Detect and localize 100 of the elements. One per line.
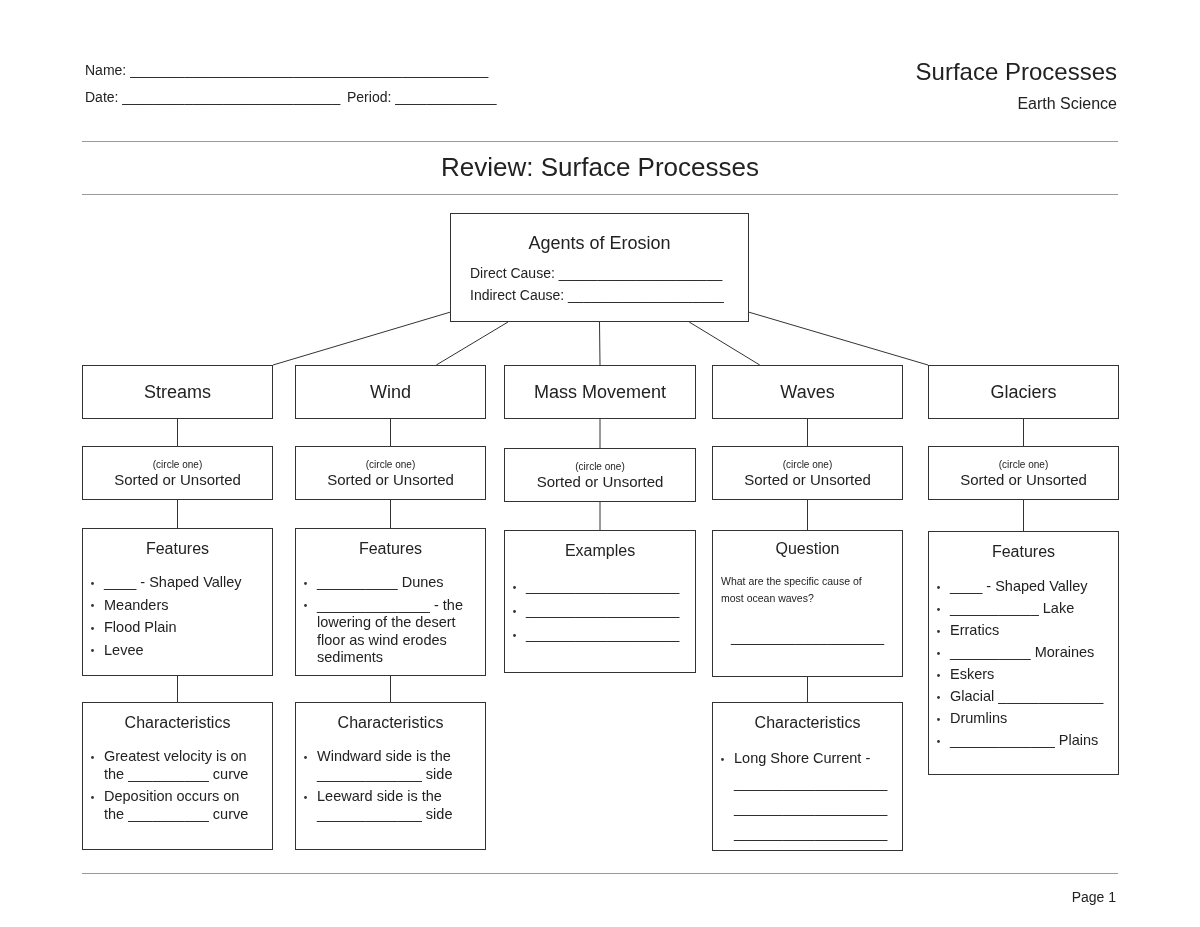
category-box (504, 365, 696, 419)
list-item: ____ - Shaped Valley (950, 578, 1088, 596)
list-item: ______________ - the lowering of the desert floor as wind erodes sediments (317, 596, 464, 667)
list-item: Deposition occurs on the __________ curve (104, 788, 250, 823)
choice-box (295, 446, 486, 500)
connector-line (272, 311, 451, 366)
list-item: Long Shore Current - ___________________ ___________________ ___________________ (734, 749, 888, 843)
list-item: __________ Moraines (950, 644, 1095, 662)
box-title: Mass Movement (533, 381, 666, 403)
connector-line (807, 418, 808, 447)
list-item: Drumlins (950, 710, 1008, 728)
list-item: Meanders (104, 596, 169, 614)
notes-box (504, 530, 696, 673)
notes-box (82, 528, 273, 676)
box-heading: Agents of Erosion (528, 232, 671, 254)
connector-line (599, 418, 601, 449)
connector-line (390, 499, 391, 529)
question-box (712, 530, 903, 677)
instruction-note: (circle one) (152, 457, 203, 471)
box-title: Wind (370, 381, 411, 403)
fill-in-line: _____________________ (558, 265, 723, 281)
connector-line (748, 311, 929, 366)
prompt-text: Direct Cause: _____________________ (470, 264, 723, 283)
list-item: Flood Plain (104, 619, 177, 637)
list-item: ___________ Lake (950, 600, 1075, 618)
list-item: Glacial _____________ (950, 688, 1104, 706)
field-label: Period: _____________ (347, 89, 497, 105)
fill-in-line: ____________________ (568, 287, 724, 303)
fill-in-line: __________ (128, 765, 209, 782)
instruction-note: (circle one) (782, 457, 833, 471)
notes-box (928, 531, 1119, 775)
connector-line (177, 418, 178, 447)
list-item: Leeward side is the _____________ side (317, 788, 454, 823)
list-item: Greatest velocity is on the __________ curve (104, 748, 250, 783)
list-item: ____ - Shaped Valley (104, 574, 242, 592)
field-label: Date: ____________________________ (85, 89, 341, 105)
fill-in-line: ______________________________________________ (130, 62, 489, 78)
subject-label: Earth Science (1017, 94, 1117, 114)
page-title: Review: Surface Processes (441, 152, 759, 182)
connector-line (177, 675, 178, 703)
fill-in-line: __________ (128, 805, 209, 822)
notes-box (295, 528, 486, 676)
notes-box (295, 702, 486, 850)
list-item: Levee (104, 641, 144, 659)
fill-in-line: ___________________ (526, 602, 680, 618)
connector-line (599, 321, 601, 366)
choice-text: Sorted or Unsorted (536, 472, 664, 491)
fill-in-line: __________ (317, 574, 398, 590)
box-heading: Characteristics (124, 713, 231, 733)
fill-in-line: _____________ (950, 732, 1055, 748)
fill-in-line: ___________ (950, 600, 1039, 616)
connector-line (599, 501, 601, 531)
box-title: Streams (144, 381, 211, 403)
connector-line (1023, 499, 1024, 532)
instruction-note: (circle one) (998, 457, 1049, 471)
choice-text: Sorted or Unsorted (960, 470, 1087, 489)
connector-line (807, 499, 808, 531)
fill-in-line: ______________ (317, 596, 430, 613)
choice-text: Sorted or Unsorted (114, 470, 241, 489)
choice-box (504, 448, 696, 502)
category-box (928, 365, 1119, 419)
connector-line (177, 499, 178, 529)
notes-box (712, 702, 903, 851)
list-item: Erratics (950, 622, 1000, 640)
choice-box (712, 446, 903, 500)
box-title: Waves (780, 381, 835, 403)
fill-in-line: ___________________ (734, 777, 888, 790)
fill-in-line: ___________________ (526, 626, 680, 642)
category-box (295, 365, 486, 419)
fill-in-line: _____________ (395, 89, 497, 105)
fill-in-line: ___________________ (734, 802, 888, 815)
fill-in-line: _____________ (317, 765, 422, 782)
connector-line (807, 676, 808, 703)
choice-box (928, 446, 1119, 500)
category-box (82, 365, 273, 419)
instruction-note: (circle one) (365, 457, 416, 471)
notes-box (82, 702, 273, 850)
choice-text: Sorted or Unsorted (327, 470, 454, 489)
question-text: What are the specific cause of most ocean waves? (721, 574, 863, 606)
field-label: Name: ______________________________________________ (85, 62, 489, 78)
box-heading: Features (358, 539, 423, 559)
connector-line (435, 321, 509, 366)
list-item: _____________ Plains (950, 732, 1099, 750)
box-heading: Features (991, 542, 1056, 562)
worksheet-title: Surface Processes (915, 58, 1117, 86)
connector-line (1023, 418, 1024, 447)
fill-in-line: _____________ (317, 805, 422, 822)
choice-text: Sorted or Unsorted (744, 470, 871, 489)
fill-in-line: ___________________ (730, 629, 885, 645)
connector-line (688, 321, 761, 366)
fill-in-line: ____ (950, 578, 983, 594)
fill-in-line: __________ (950, 644, 1031, 660)
instruction-note: (circle one) (575, 459, 625, 473)
topic-box (450, 213, 749, 322)
fill-in-line: ___________________ (526, 578, 680, 594)
box-heading: Examples (564, 541, 636, 561)
connector-line (390, 418, 391, 447)
box-heading: Question (775, 539, 840, 559)
list-item: Eskers (950, 666, 995, 684)
box-heading: Characteristics (337, 713, 444, 733)
